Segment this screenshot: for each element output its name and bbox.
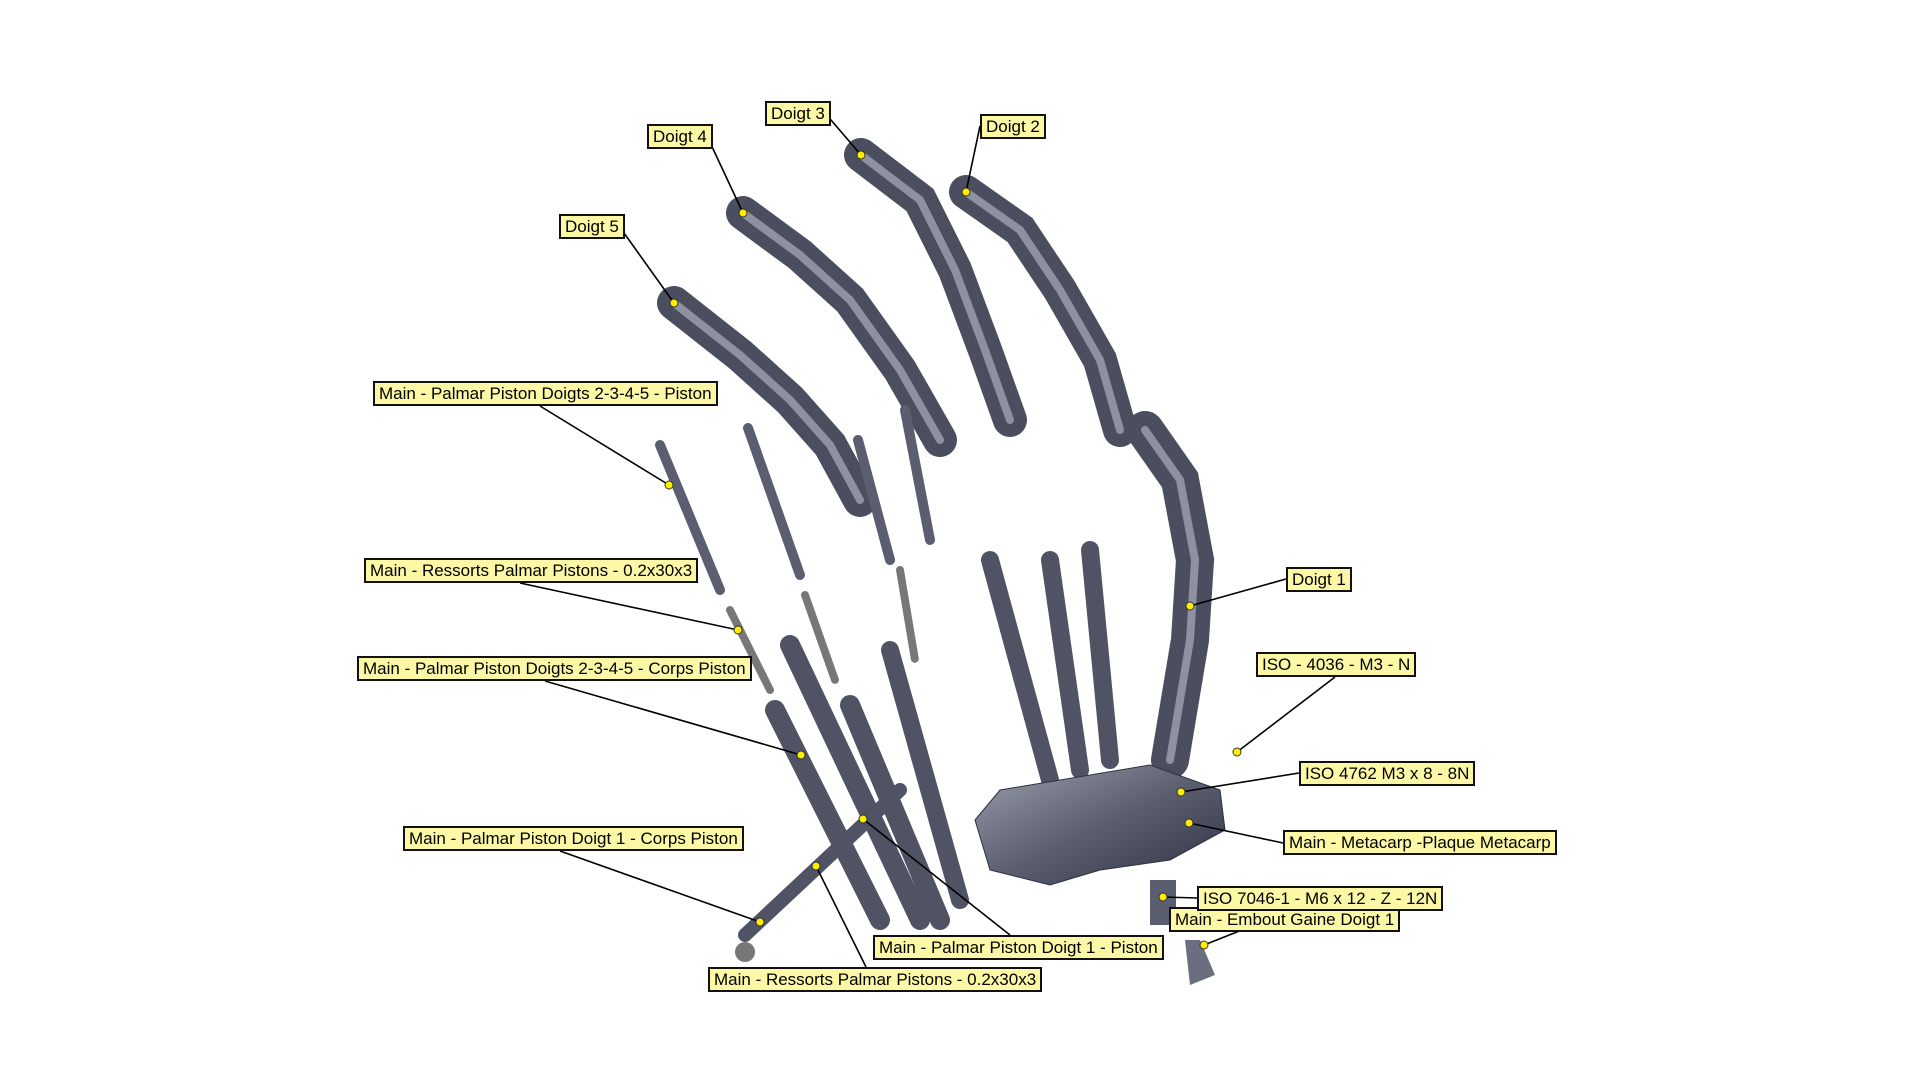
pistons <box>655 405 1119 962</box>
label-doigt-2[interactable]: Doigt 2 <box>980 114 1046 139</box>
label-corps-piston-2345[interactable]: Main - Palmar Piston Doigts 2-3-4-5 - Co… <box>357 656 752 681</box>
anchor-dot <box>961 187 971 197</box>
anchor-dot <box>796 750 806 760</box>
anchor-dot <box>1176 787 1186 797</box>
leader-lines <box>519 112 1336 968</box>
label-iso-4762[interactable]: ISO 4762 M3 x 8 - 8N <box>1299 761 1476 786</box>
leader-line <box>1162 896 1198 899</box>
label-piston-doigt-1[interactable]: Main - Palmar Piston Doigt 1 - Piston <box>873 935 1164 960</box>
leader-line <box>965 125 981 193</box>
leader-line <box>544 680 802 756</box>
leader-line <box>539 405 670 486</box>
label-doigt-3[interactable]: Doigt 3 <box>765 101 831 126</box>
leader-line <box>815 865 867 968</box>
label-doigt-5[interactable]: Doigt 5 <box>559 214 625 239</box>
label-piston-2345[interactable]: Main - Palmar Piston Doigts 2-3-4-5 - Pi… <box>373 381 718 406</box>
anchor-dot <box>738 208 748 218</box>
label-ressorts-1[interactable]: Main - Ressorts Palmar Pistons - 0.2x30x… <box>364 558 699 583</box>
label-corps-piston-doigt-1[interactable]: Main - Palmar Piston Doigt 1 - Corps Pis… <box>403 826 744 851</box>
leader-line <box>1188 822 1284 844</box>
metacarp-plate <box>974 764 1226 886</box>
label-metacarp[interactable]: Main - Metacarp -Plaque Metacarp <box>1283 830 1557 855</box>
leader-line <box>824 112 862 156</box>
leader-line <box>618 225 675 304</box>
finger-1 <box>1126 411 1215 779</box>
label-doigt-1[interactable]: Doigt 1 <box>1286 567 1352 592</box>
label-ressorts-2[interactable]: Main - Ressorts Palmar Pistons - 0.2x30x… <box>708 967 1043 992</box>
label-iso-4036[interactable]: ISO - 4036 - M3 - N <box>1256 652 1417 677</box>
anchor-dot <box>1185 601 1195 611</box>
fingers <box>657 138 1215 779</box>
leader-line <box>1189 578 1287 607</box>
anchor-dot <box>1199 940 1209 950</box>
leader-line <box>862 818 1011 936</box>
anchor-dot <box>669 298 679 308</box>
anchor-dot <box>664 480 674 490</box>
leader-line <box>706 135 744 214</box>
label-iso-7046[interactable]: ISO 7046-1 - M6 x 12 - Z - 12N <box>1197 886 1444 911</box>
anchor-dot <box>811 861 821 871</box>
leader-line <box>519 582 739 631</box>
anchor-dot <box>856 150 866 160</box>
anchor-points <box>664 150 1242 950</box>
anchor-dot <box>755 917 765 927</box>
leader-line <box>1180 772 1300 793</box>
anchor-dot <box>1184 818 1194 828</box>
leader-line <box>559 850 761 923</box>
label-doigt-4[interactable]: Doigt 4 <box>647 124 713 149</box>
anchor-dot <box>1232 747 1242 757</box>
anchor-dot <box>733 625 743 635</box>
anchor-dot <box>1158 892 1168 902</box>
leader-line <box>1236 676 1336 753</box>
anchor-dot <box>858 814 868 824</box>
